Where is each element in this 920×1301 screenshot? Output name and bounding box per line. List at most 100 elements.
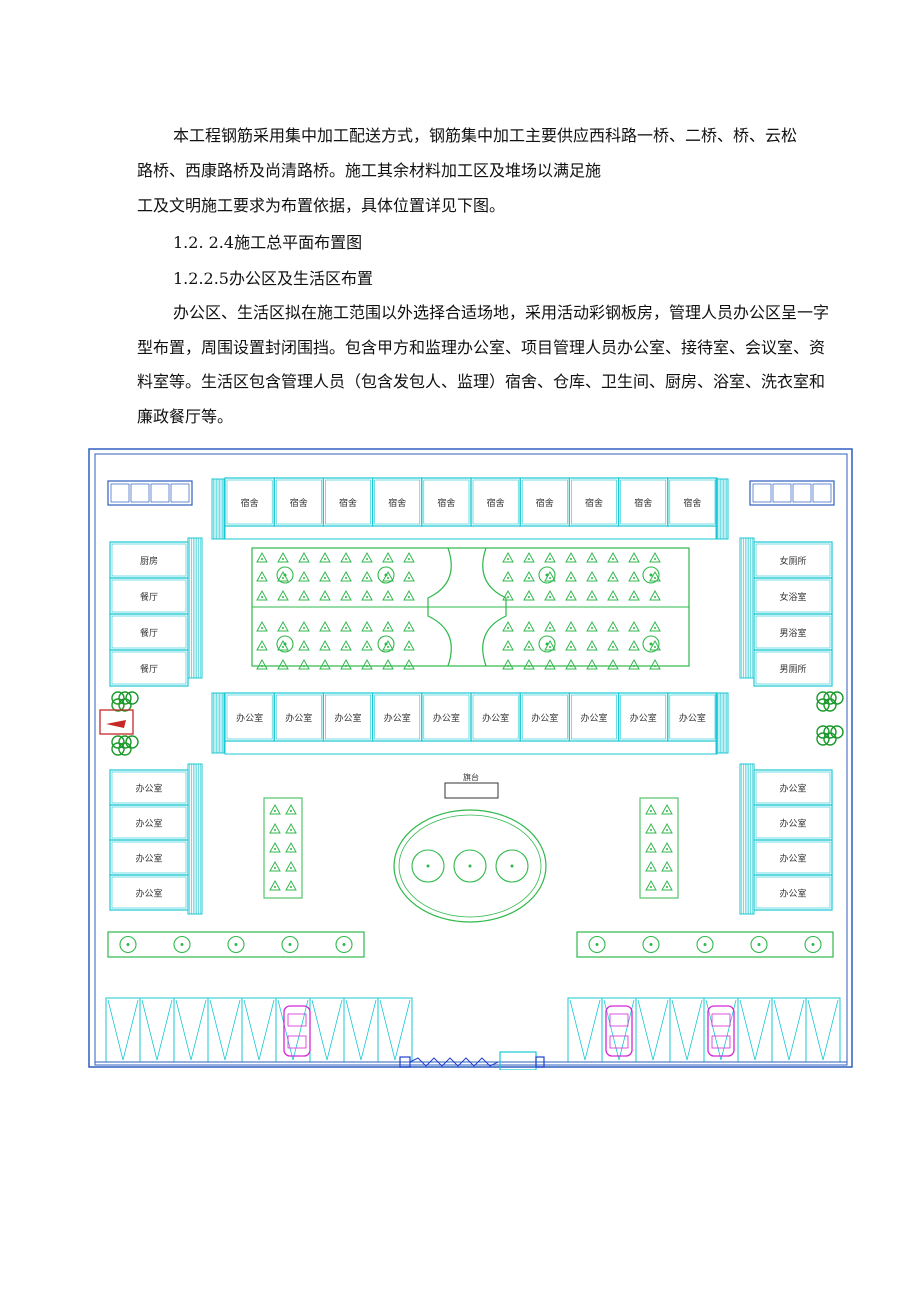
strip-tree xyxy=(269,879,281,891)
tree-b-dot xyxy=(408,627,410,629)
tree-b xyxy=(298,620,310,632)
tree-a xyxy=(319,589,331,601)
tree-b-dot xyxy=(324,665,326,667)
tree-a-dot xyxy=(303,596,305,598)
tree-d-dot xyxy=(654,665,656,667)
tree-b xyxy=(361,639,373,651)
right-service-room-3-inner xyxy=(755,615,831,649)
site-plan-drawing: 宿舍宿舍宿舍宿舍宿舍宿舍宿舍宿舍宿舍宿舍厨房餐厅餐厅餐厅女厕所女浴室男浴室男厕所… xyxy=(88,448,853,1070)
parked-car-window xyxy=(609,1013,629,1027)
tree-b xyxy=(298,639,310,651)
shrub-3 xyxy=(816,725,830,739)
office-room-10-inner xyxy=(669,694,716,740)
tree-d-dot xyxy=(549,665,551,667)
planter-ring-center xyxy=(595,943,599,946)
tree-d-dot xyxy=(612,665,614,667)
strip-tree xyxy=(285,841,297,853)
tree-b xyxy=(277,658,289,670)
tree-c xyxy=(544,570,556,582)
left-parking-bay xyxy=(241,997,277,1063)
right-parking-bay-truss xyxy=(807,999,839,1061)
dorm-room-8-label: 宿舍 xyxy=(585,497,603,509)
parked-car-window xyxy=(711,1013,731,1027)
strip-tree-dot xyxy=(650,886,652,888)
tree-d-dot xyxy=(507,665,509,667)
planter-ring-center xyxy=(811,943,815,946)
tree-b xyxy=(340,658,352,670)
tree-c xyxy=(502,551,514,563)
tree-c-dot xyxy=(549,596,551,598)
strip-tree-dot xyxy=(274,886,276,888)
tree-a xyxy=(403,589,415,601)
strip-tree-dot xyxy=(274,848,276,850)
tree-c xyxy=(565,551,577,563)
tree-a xyxy=(361,570,373,582)
tree-c-dot xyxy=(570,558,572,560)
strip-tree-dot xyxy=(666,848,668,850)
left-parking-bay xyxy=(173,997,209,1063)
tree-a-dot xyxy=(282,577,284,579)
tree-a-dot xyxy=(303,558,305,560)
gate-post-right xyxy=(535,1056,545,1068)
office-room-3-inner xyxy=(325,694,371,740)
lower-right-office-1-label: 办公室 xyxy=(779,783,806,795)
tree-c-dot xyxy=(654,577,656,579)
tree-a-dot xyxy=(324,558,326,560)
garden-ring xyxy=(377,566,395,584)
tree-a xyxy=(319,551,331,563)
lower-left-office-4-inner xyxy=(111,876,187,909)
tree-a-dot xyxy=(366,577,368,579)
plaza-ring-center xyxy=(510,864,514,868)
dorm-room-10-inner xyxy=(669,479,716,525)
tree-d xyxy=(628,658,640,670)
tree-b-dot xyxy=(366,646,368,648)
strip-tree-dot xyxy=(666,829,668,831)
tree-b xyxy=(382,620,394,632)
garden-ring-center xyxy=(283,642,287,646)
strip-tree xyxy=(269,803,281,815)
tree-a xyxy=(340,551,352,563)
tree-a-dot xyxy=(408,577,410,579)
top-window-pane xyxy=(130,483,150,503)
office-room-1-inner xyxy=(226,694,273,740)
strip-tree xyxy=(661,803,673,815)
tree-b xyxy=(382,639,394,651)
top-window-pane xyxy=(150,483,170,503)
tree-d xyxy=(565,658,577,670)
planter-ring xyxy=(804,935,822,954)
left-service-room-1-label: 厨房 xyxy=(140,555,158,567)
tree-b-dot xyxy=(345,627,347,629)
garden-ring-center xyxy=(649,573,653,577)
paragraph-1-line-3: 工及文明施工要求为布置依据，具体位置详见下图。 xyxy=(137,196,506,215)
tree-c-dot xyxy=(633,558,635,560)
tree-d-dot xyxy=(549,646,551,648)
tree-d xyxy=(628,639,640,651)
right-parking-bay-truss xyxy=(773,999,805,1061)
strip-tree-dot xyxy=(650,848,652,850)
tree-b xyxy=(277,620,289,632)
tree-b-dot xyxy=(303,646,305,648)
dorm-room-3-inner xyxy=(325,479,371,525)
tree-b-dot xyxy=(345,646,347,648)
tree-b-dot xyxy=(282,646,284,648)
tree-a xyxy=(403,570,415,582)
garden-ring-center xyxy=(545,573,549,577)
tree-c-dot xyxy=(591,577,593,579)
tree-b xyxy=(319,620,331,632)
tree-d xyxy=(649,620,661,632)
dorm-room-2-inner xyxy=(275,479,322,525)
planter-ring-center xyxy=(180,943,184,946)
strip-tree xyxy=(269,860,281,872)
tree-c-dot xyxy=(507,558,509,560)
tree-b-dot xyxy=(345,665,347,667)
tree-d xyxy=(586,658,598,670)
left-parking-bay xyxy=(309,997,345,1063)
right-parking-bay-truss xyxy=(637,999,669,1061)
strip-tree-dot xyxy=(290,886,292,888)
strip-tree-dot xyxy=(290,829,292,831)
lower-right-office-4-label: 办公室 xyxy=(779,888,806,900)
left-service-room-2-label: 餐厅 xyxy=(140,591,158,603)
tree-a xyxy=(256,589,268,601)
tree-strip-1 xyxy=(639,797,679,899)
office-room-4-label: 办公室 xyxy=(384,712,411,724)
